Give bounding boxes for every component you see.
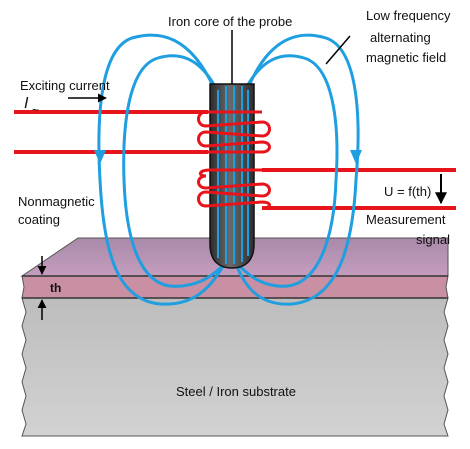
field-arrow-right bbox=[350, 150, 362, 164]
nonmagnetic-coating-layer bbox=[21, 275, 449, 299]
signal-label: signal bbox=[416, 232, 450, 247]
magnetic-field-label: magnetic field bbox=[366, 50, 446, 65]
low-frequency-label: Low frequency bbox=[366, 8, 451, 23]
current-symbol: I bbox=[24, 95, 29, 112]
u-formula-label: U = f(th) bbox=[384, 184, 431, 199]
iron-core bbox=[209, 83, 255, 269]
alternating-label: alternating bbox=[370, 30, 431, 45]
iron-core-label: Iron core of the probe bbox=[168, 14, 292, 29]
probe-coil bbox=[197, 110, 271, 210]
magnetic-field-lines bbox=[97, 33, 360, 306]
steel-substrate bbox=[21, 297, 449, 437]
exciting-current-label: Exciting current bbox=[20, 78, 110, 93]
coating-label: coating bbox=[18, 212, 60, 227]
thickness-label: th bbox=[50, 281, 61, 295]
wire-lines bbox=[14, 110, 456, 210]
nonmagnetic-label: Nonmagnetic bbox=[18, 194, 95, 209]
substrate-label: Steel / Iron substrate bbox=[176, 384, 296, 399]
measurement-label: Measurement bbox=[366, 212, 446, 227]
magnetic-field-leader bbox=[325, 35, 351, 65]
field-arrow-left bbox=[94, 150, 106, 164]
current-subscript: ~ bbox=[32, 103, 39, 117]
field-direction-arrows bbox=[94, 150, 362, 164]
